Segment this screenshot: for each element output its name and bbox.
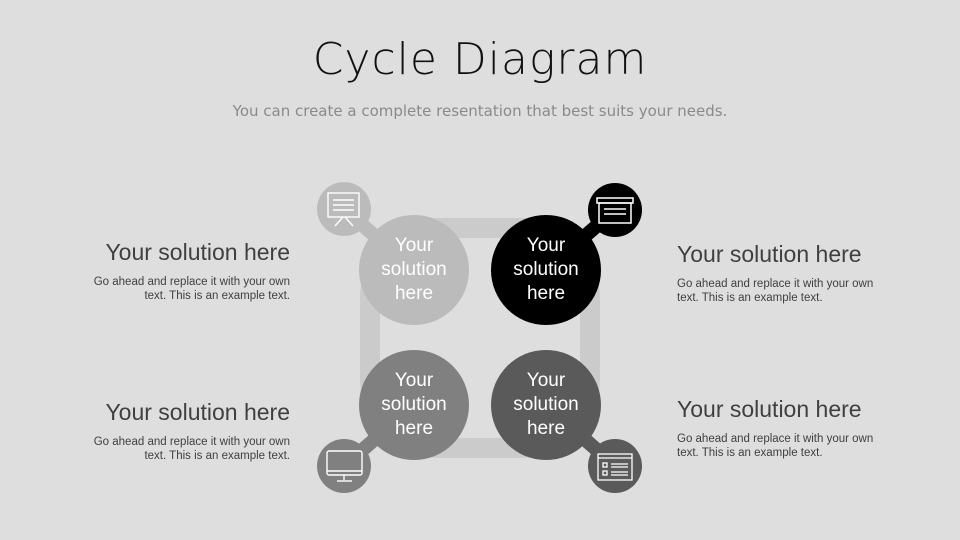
node-label-top-right: Your solution here [491, 234, 601, 306]
node-label-bottom-left: Your solution here [359, 369, 469, 441]
node-label-line: here [526, 418, 566, 439]
section-bottom-right: Your solution here Go ahead and replace … [677, 395, 907, 460]
section-title: Your solution here [677, 241, 862, 267]
section-body: Go ahead and replace it with your own te… [677, 277, 907, 305]
node-top-right[interactable] [491, 183, 642, 325]
section-body: Go ahead and replace it with your own te… [677, 432, 907, 460]
node-label-line: Your [526, 370, 566, 391]
section-top-left: Your solution here Go ahead and replace … [60, 238, 290, 303]
node-label-line: here [526, 283, 566, 304]
section-body-line: Go ahead and replace it with your own [93, 276, 290, 288]
node-label-top-left: Your solution here [359, 234, 469, 306]
section-top-right: Your solution here Go ahead and replace … [677, 240, 907, 305]
node-label-line: Your [394, 370, 434, 391]
node-label-line: solution [513, 259, 579, 280]
slide-title: Cycle Diagram [312, 34, 648, 85]
node-label-line: solution [513, 394, 579, 415]
section-body-line: text. This is an example text. [144, 450, 290, 462]
node-label-line: here [394, 283, 434, 304]
section-title: Your solution here [105, 399, 290, 425]
slide-subtitle: You can create a complete resentation th… [232, 102, 728, 120]
section-body-line: Go ahead and replace it with your own [677, 433, 874, 445]
section-body-line: Go ahead and replace it with your own [677, 278, 874, 290]
section-body-line: text. This is an example text. [677, 447, 823, 459]
node-label-line: Your [394, 235, 434, 256]
section-body: Go ahead and replace it with your own te… [60, 275, 290, 303]
section-title: Your solution here [105, 239, 290, 265]
browser-list-icon [597, 453, 633, 481]
presentation-board-icon [327, 192, 360, 227]
node-label-line: Your [526, 235, 566, 256]
section-body-line: text. This is an example text. [677, 292, 823, 304]
desktop-monitor-icon [326, 450, 363, 482]
section-body-line: text. This is an example text. [144, 290, 290, 302]
section-title: Your solution here [677, 396, 862, 422]
node-top-left[interactable] [317, 182, 469, 325]
node-label-line: solution [381, 394, 447, 415]
section-body: Go ahead and replace it with your own te… [60, 435, 290, 463]
node-label-bottom-right: Your solution here [491, 369, 601, 441]
section-body-line: Go ahead and replace it with your own [93, 436, 290, 448]
node-bottom-right[interactable] [491, 350, 642, 493]
archive-box-icon [596, 197, 634, 224]
node-label-line: here [394, 418, 434, 439]
cycle-ring [360, 218, 600, 458]
node-label-line: solution [381, 259, 447, 280]
section-bottom-left: Your solution here Go ahead and replace … [60, 398, 290, 463]
node-bottom-left[interactable] [317, 350, 469, 493]
